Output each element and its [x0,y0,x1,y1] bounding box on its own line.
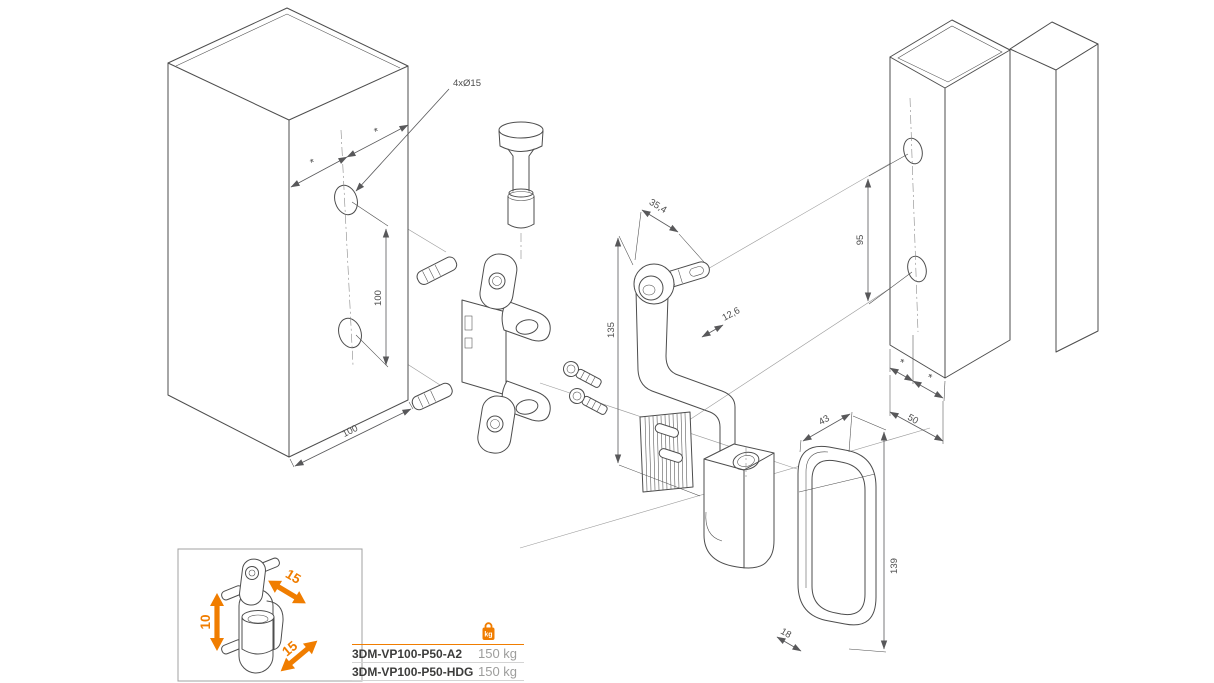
dim-frame-hole-spacing: 95 [855,235,866,246]
dim-adjustable-mark: * [372,125,382,138]
clamp-block [703,443,775,569]
legend-vertical-travel: 10 [198,614,213,629]
dim-post-hole-spacing: 100 [373,290,384,306]
serration-plate [639,411,694,493]
adjustment-arrow-depth [268,580,306,604]
dim-strap-width: 35,4 [647,197,669,216]
table-row: 3DM-VP100-P50-A2 150 kg [352,645,524,663]
strap-roller [633,263,675,305]
gate-frame-post [889,19,1099,379]
legend-top-travel: 15 [283,566,304,587]
bracket-stud-bottom [411,382,453,411]
weight-capacity-icon: kg [482,622,495,640]
dim-strap-height: 135 [606,322,617,338]
dim-strap-offset: 12,6 [720,305,741,323]
wall-post [167,7,409,458]
dim-cover-height: 139 [889,558,900,574]
table-row: 3DM-VP100-P50-HDG 150 kg [352,663,524,681]
torx-screw-top [492,276,502,286]
clamp-hole [732,451,760,471]
weight-icon-label: kg [484,632,492,639]
torx-screw-bottom [490,419,500,429]
spec-table-header: kg [352,616,524,645]
adjustment-arrow-vertical [210,593,224,651]
post-bracket [411,253,551,454]
dim-cover-depth: 18 [778,626,793,641]
fixing-screws [563,361,608,415]
hinge-pin [498,121,544,262]
dim-frame-width: 50 [905,412,920,427]
frame-hole-top [903,137,923,165]
dim-adjustable-mark: * [924,372,934,385]
dim-adjustable-mark: * [308,156,318,169]
product-capacity: 150 kg [478,664,518,679]
dim-adjustable-mark: * [896,357,906,370]
gate-strap [633,261,736,471]
post-hole-bottom [338,317,362,349]
dimensions: * * 4xØ15 100 100 35,4 135 12,6 95 [289,78,946,653]
product-code: 3DM-VP100-P50-HDG [352,664,474,679]
adjustability-legend: 10 15 15 [177,548,363,682]
product-capacity: 150 kg [478,646,518,661]
bracket-stud-top [416,256,458,285]
hinge-cover [797,445,877,626]
frame-hole-bottom [907,255,927,283]
dim-cover-width: 43 [817,413,832,428]
product-code: 3DM-VP100-P50-A2 [352,646,463,661]
adjustment-arrow-lateral [280,640,318,672]
spec-table: kg 3DM-VP100-P50-A2 150 kg 3DM-VP100-P50… [352,616,524,681]
bracket-lug-top [501,300,551,342]
legend-hinge-thumbnail [221,557,284,674]
dim-hole-callout: 4xØ15 [453,78,481,89]
